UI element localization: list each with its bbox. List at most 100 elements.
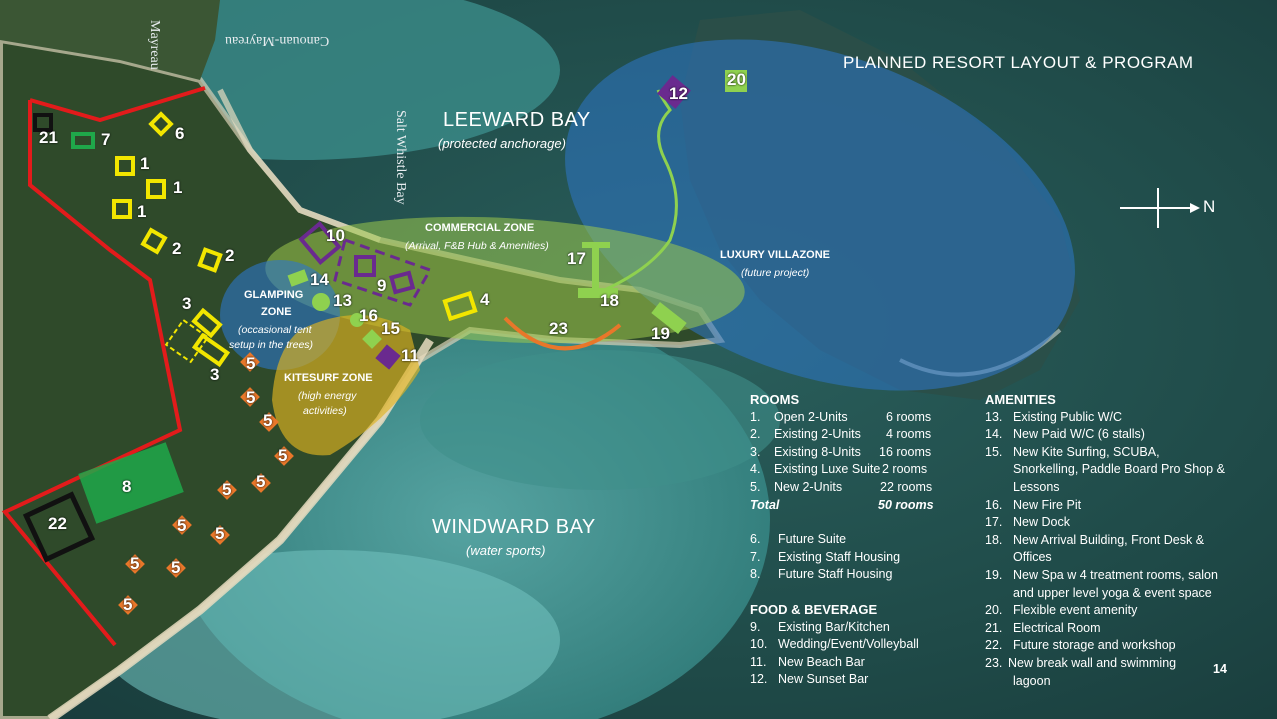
slide-title: PLANNED RESORT LAYOUT & PROGRAM — [843, 53, 1194, 72]
map-label-12: 12 — [669, 84, 688, 103]
map-label-20: 20 — [727, 70, 746, 89]
map-label-1c: 1 — [137, 202, 147, 221]
food-item: 11.New Beach Bar — [750, 654, 865, 669]
map-label-1a: 1 — [140, 154, 150, 173]
map-label-11: 11 — [401, 346, 419, 365]
place-mayreau: Mayreau — [147, 20, 162, 70]
map-label-3b: 3 — [210, 365, 220, 384]
kitesurf-zone-sub-2: activities) — [303, 405, 347, 417]
glamping-zone-label-1: GLAMPING — [244, 289, 304, 301]
amenity-item-cont: and upper level yoga & event space — [1013, 585, 1212, 600]
villa-zone-sub: (future project) — [741, 267, 810, 279]
map-label-15: 15 — [381, 319, 400, 338]
amenity-item-cont: Offices — [1013, 550, 1052, 565]
break-wall-23 — [503, 316, 622, 351]
amenity-item: 18.New Arrival Building, Front Desk & — [985, 532, 1205, 547]
map-label-21: 21 — [39, 128, 58, 147]
amenity-item-cont: Snorkelling, Paddle Board Pro Shop & — [1013, 462, 1225, 477]
page-number: 14 — [1213, 662, 1227, 676]
legend-amenities: AMENITIES 13.Existing Public W/C 14.New … — [985, 391, 1245, 690]
rooms-heading: ROOMS — [750, 392, 800, 407]
commercial-zone-label: COMMERCIAL ZONE — [425, 222, 535, 234]
villa-zone-label: LUXURY VILLAZONE — [720, 249, 831, 261]
kitesurf-zone-sub-1: (high energy — [298, 390, 357, 402]
map-label-5k: 5 — [123, 595, 133, 614]
property-boundary — [1, 100, 183, 647]
kitesurf-zone-label: KITESURF ZONE — [284, 372, 373, 384]
map-label-5a: 5 — [246, 354, 256, 373]
map-label-5d: 5 — [278, 446, 288, 465]
rooms-extra-item: 7.Existing Staff Housing — [750, 549, 901, 564]
compass-icon — [1120, 188, 1200, 228]
map-label-7: 7 — [101, 130, 111, 149]
map-label-16: 16 — [359, 306, 378, 325]
map-label-2a: 2 — [172, 239, 182, 258]
map-label-22: 22 — [48, 514, 67, 533]
glamping-zone-label-2: ZONE — [261, 306, 292, 318]
map-label-5f: 5 — [222, 480, 232, 499]
map-label-4: 4 — [480, 290, 490, 309]
map-label-10: 10 — [326, 226, 345, 245]
map-label-17: 17 — [567, 249, 586, 268]
place-salt-whistle-bay: Salt Whistle Bay — [393, 110, 408, 205]
glamping-zone-sub-1: (occasional tent — [238, 324, 312, 336]
amenity-item: 19.New Spa w 4 treatment rooms, salon — [985, 567, 1218, 582]
amenity-item: 17.New Dock — [985, 515, 1070, 530]
map-label-6: 6 — [175, 124, 185, 143]
map-label-5j: 5 — [171, 558, 181, 577]
amenity-item: 15.New Kite Surfing, SCUBA, — [985, 444, 1160, 459]
amenity-item: 13.Existing Public W/C — [985, 409, 1123, 424]
amenity-item: 20.Flexible event amenity — [985, 603, 1138, 618]
rooms-group — [112, 111, 478, 368]
map-label-5i: 5 — [130, 554, 140, 573]
leeward-bay-label: LEEWARD BAY — [443, 109, 591, 131]
amenity-item: 22.Future storage and workshop — [985, 638, 1176, 653]
map-label-18: 18 — [600, 291, 619, 310]
map-label-5b: 5 — [246, 388, 256, 407]
rooms-extra-item: 8.Future Staff Housing — [750, 567, 893, 582]
fb-group — [298, 75, 691, 370]
map-label-13: 13 — [333, 291, 352, 310]
food-heading: FOOD & BEVERAGE — [750, 601, 878, 617]
map-label-5c: 5 — [263, 411, 273, 430]
map-label-5e: 5 — [256, 472, 266, 491]
storage-workshop-22 — [22, 491, 96, 563]
amenities-heading: AMENITIES — [985, 392, 1056, 407]
food-item: 9.Existing Bar/Kitchen — [750, 619, 890, 634]
glamping-zone-sub-2: setup in the trees) — [229, 339, 314, 351]
boardwalk-path — [599, 89, 678, 294]
amenity-item-cont: lagoon — [1013, 673, 1051, 688]
staff-housing-7 — [71, 132, 95, 149]
map-label-19: 19 — [651, 324, 670, 343]
place-canouan-mayreau: Canouan-Mayreau — [225, 33, 330, 48]
commercial-zone-shape — [265, 216, 745, 344]
map-label-14: 14 — [310, 270, 329, 289]
food-item: 12.New Sunset Bar — [750, 672, 869, 687]
amenity-item-cont: Lessons — [1013, 479, 1060, 494]
amenity-item: 14.New Paid W/C (6 stalls) — [985, 427, 1145, 442]
rooms-extra-item: 6.Future Suite — [750, 532, 847, 547]
map-label-5g: 5 — [177, 516, 187, 535]
map-label-8: 8 — [122, 477, 132, 496]
map-label-2b: 2 — [225, 246, 235, 265]
amenities-group — [287, 70, 747, 349]
map-label-1b: 1 — [173, 178, 183, 197]
commercial-zone-sub: (Arrival, F&B Hub & Amenities) — [405, 240, 549, 252]
map-label-5h: 5 — [215, 524, 225, 543]
electrical-room-21 — [33, 113, 53, 132]
map-label-23: 23 — [549, 319, 568, 338]
windward-bay-sub: (water sports) — [466, 543, 546, 558]
amenity-item: 21.Electrical Room — [985, 620, 1101, 635]
future-staff-housing-8 — [78, 442, 184, 524]
compass-label: N — [1203, 197, 1216, 216]
food-item: 10.Wedding/Event/Volleyball — [750, 637, 919, 652]
